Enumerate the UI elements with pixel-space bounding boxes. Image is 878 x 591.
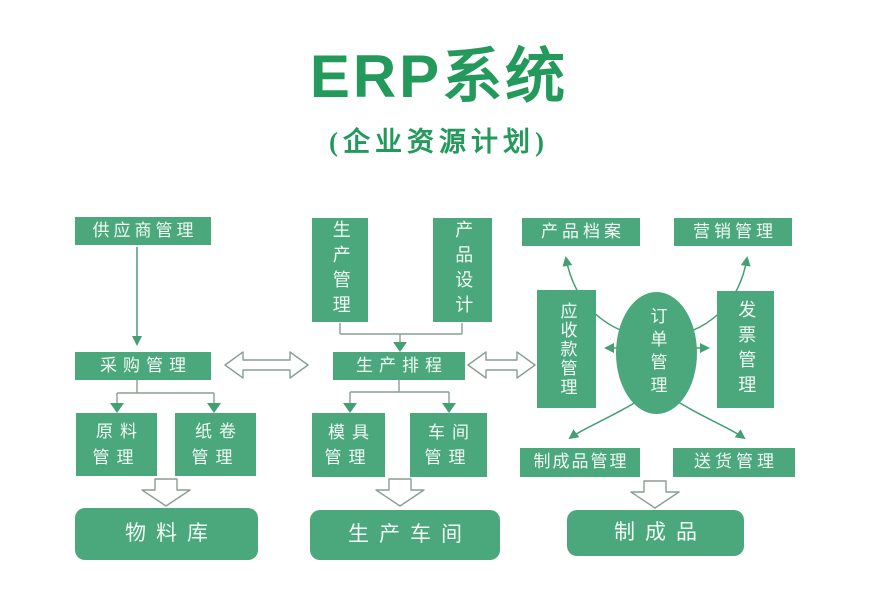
- page-title: ERP系统: [309, 43, 569, 110]
- node-paper-roll-management: 纸卷 管理: [175, 413, 256, 476]
- node-order-management: 订单管理: [616, 292, 697, 414]
- double-arrow-purchasing-scheduling: [224, 351, 309, 379]
- node-workshop-management: 车间 管理: [410, 413, 487, 477]
- node-product-archive: 产品档案: [522, 218, 640, 246]
- node-supplier-management: 供应商管理: [75, 217, 211, 245]
- node-finished-product-management: 制成品管理: [520, 448, 640, 477]
- node-mold-management: 模具 管理: [312, 413, 385, 477]
- page-subtitle: (企业资源计划): [329, 127, 549, 157]
- node-delivery-management: 送货管理: [673, 448, 795, 477]
- hollow-arrow-down-material-warehouse: [141, 478, 191, 507]
- connector-scheduling-branch: [343, 380, 456, 413]
- connector-purchasing-branch: [110, 380, 221, 413]
- node-production-management: 生产管理: [312, 218, 368, 322]
- node-production-workshop: 生产车间: [310, 510, 500, 560]
- hollow-arrow-down-production-workshop: [375, 478, 425, 507]
- node-invoice-management: 发票管理: [717, 291, 774, 408]
- node-purchasing-management: 采购管理: [75, 352, 211, 380]
- node-receivables-management: 应收款管理: [537, 290, 596, 408]
- node-material-warehouse: 物料库: [75, 508, 258, 560]
- node-product-design: 产品设计: [433, 218, 492, 322]
- node-raw-material-management: 原料 管理: [76, 413, 157, 476]
- node-marketing-management: 营销管理: [674, 218, 792, 246]
- node-finished-product: 制成品: [567, 510, 744, 556]
- double-arrow-scheduling-receivables: [467, 351, 536, 379]
- node-production-scheduling: 生产排程: [333, 352, 465, 380]
- connector-production-merge: [339, 323, 463, 352]
- hollow-arrow-down-finished-product: [630, 480, 680, 509]
